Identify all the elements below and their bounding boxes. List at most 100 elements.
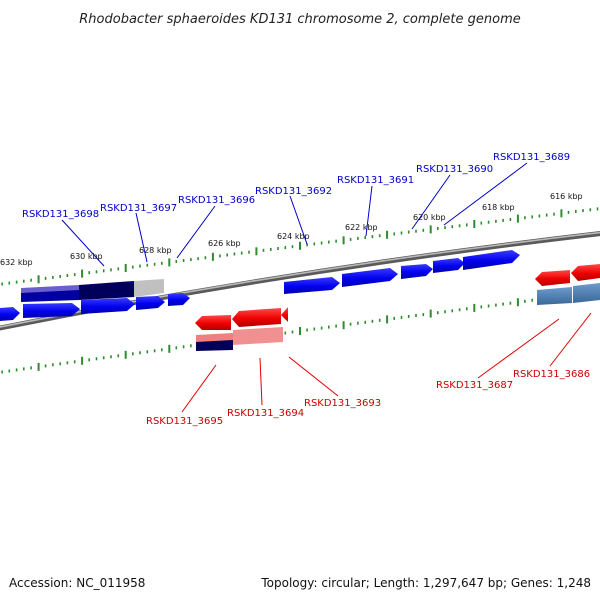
scale-minor-tick bbox=[52, 363, 54, 367]
gene-arrow[interactable] bbox=[401, 264, 433, 279]
scale-major-tick bbox=[124, 350, 127, 359]
scale-minor-tick bbox=[66, 361, 69, 365]
scale-minor-tick bbox=[538, 214, 541, 218]
gene-label[interactable]: RSKD131_3691 bbox=[337, 175, 414, 186]
gene-label[interactable]: RSKD131_3693 bbox=[304, 398, 381, 409]
scale-minor-tick bbox=[161, 261, 163, 265]
scale-minor-tick bbox=[335, 239, 337, 243]
gene-arrow[interactable] bbox=[463, 250, 520, 270]
map-title: Rhodobacter sphaeroides KD131 chromosome… bbox=[79, 12, 520, 27]
scale-minor-tick bbox=[582, 209, 584, 213]
gene-label[interactable]: RSKD131_3692 bbox=[255, 186, 332, 197]
scale-minor-tick bbox=[407, 315, 410, 318]
leader-line bbox=[549, 312, 592, 367]
scale-minor-tick bbox=[466, 223, 468, 227]
scale-minor-tick bbox=[400, 231, 403, 235]
gene-arrow[interactable] bbox=[232, 308, 281, 327]
scale-minor-tick bbox=[270, 247, 272, 251]
scale-minor-tick bbox=[153, 262, 156, 266]
homology-block bbox=[21, 290, 79, 302]
scale-major-tick bbox=[81, 269, 84, 278]
scale-minor-tick bbox=[371, 319, 374, 323]
scale-minor-tick bbox=[219, 254, 221, 258]
scale-label: 630 kbp bbox=[70, 252, 103, 261]
scale-minor-tick bbox=[95, 270, 98, 274]
scale-minor-tick bbox=[495, 303, 497, 307]
scale-minor-tick bbox=[102, 269, 105, 273]
scale-major-tick bbox=[37, 362, 40, 371]
leader-line bbox=[443, 162, 528, 226]
scale-minor-tick bbox=[393, 232, 395, 236]
gene-arrow[interactable] bbox=[535, 270, 570, 286]
gene-arrow[interactable] bbox=[195, 315, 231, 330]
gene-arrow[interactable] bbox=[281, 307, 288, 322]
scale-minor-tick bbox=[30, 278, 32, 282]
gene-arrow[interactable] bbox=[81, 298, 135, 314]
scale-minor-tick bbox=[313, 327, 316, 331]
gene-arrow[interactable] bbox=[342, 268, 398, 287]
gene-label[interactable]: RSKD131_3690 bbox=[416, 164, 493, 175]
gene-arrow[interactable] bbox=[571, 264, 600, 281]
scale-major-tick bbox=[342, 236, 345, 245]
upper-scale-track bbox=[1, 207, 599, 286]
scale-major-tick bbox=[429, 309, 432, 318]
scale-minor-tick bbox=[190, 258, 192, 262]
gene-label[interactable]: RSKD131_3698 bbox=[22, 209, 99, 220]
scale-minor-tick bbox=[422, 313, 425, 317]
leader-line bbox=[176, 205, 216, 259]
gene-label[interactable]: RSKD131_3696 bbox=[178, 195, 255, 206]
scale-major-tick bbox=[560, 209, 563, 218]
scale-label: 626 kbp bbox=[208, 239, 241, 248]
gene-label[interactable]: RSKD131_3689 bbox=[493, 152, 570, 163]
gene-label[interactable]: RSKD131_3697 bbox=[100, 203, 177, 214]
gene-label[interactable]: RSKD131_3687 bbox=[436, 380, 513, 391]
gene-arrow[interactable] bbox=[0, 307, 20, 321]
scale-minor-tick bbox=[364, 320, 366, 324]
leader-line bbox=[477, 318, 560, 379]
scale-minor-tick bbox=[182, 259, 185, 262]
scale-minor-tick bbox=[117, 354, 120, 358]
gene-arrow[interactable] bbox=[284, 277, 340, 294]
scale-minor-tick bbox=[589, 208, 592, 212]
minus-strand-track bbox=[195, 264, 600, 330]
scale-minor-tick bbox=[596, 207, 599, 211]
scale-minor-tick bbox=[545, 213, 548, 217]
scale-minor-tick bbox=[422, 228, 425, 232]
leader-line bbox=[259, 357, 263, 406]
scale-minor-tick bbox=[153, 349, 156, 353]
scale-minor-tick bbox=[306, 328, 308, 332]
gene-arrow[interactable] bbox=[136, 296, 165, 310]
gene-arrow[interactable] bbox=[433, 258, 465, 273]
gene-arrow[interactable] bbox=[168, 293, 190, 306]
scale-minor-tick bbox=[1, 370, 3, 374]
scale-minor-tick bbox=[495, 219, 497, 223]
scale-major-tick bbox=[386, 315, 389, 324]
scale-major-tick bbox=[516, 298, 519, 307]
scale-minor-tick bbox=[378, 234, 381, 238]
scale-minor-tick bbox=[378, 318, 381, 322]
scale-minor-tick bbox=[437, 311, 439, 315]
scale-major-tick bbox=[168, 344, 171, 353]
homology-block bbox=[134, 279, 164, 297]
scale-minor-tick bbox=[73, 273, 76, 277]
scale-minor-tick bbox=[466, 307, 468, 311]
gene-label[interactable]: RSKD131_3686 bbox=[513, 369, 590, 380]
genome-backbone bbox=[0, 231, 600, 331]
gene-label[interactable]: RSKD131_3694 bbox=[227, 408, 304, 419]
scale-minor-tick bbox=[139, 351, 141, 355]
gene-label[interactable]: RSKD131_3695 bbox=[146, 416, 223, 427]
scale-minor-tick bbox=[102, 356, 105, 360]
gene-arrow[interactable] bbox=[23, 303, 80, 318]
scale-minor-tick bbox=[531, 298, 533, 302]
homology-block bbox=[537, 287, 572, 305]
scale-minor-tick bbox=[277, 247, 279, 250]
scale-minor-tick bbox=[480, 305, 483, 309]
scale-minor-tick bbox=[509, 218, 512, 221]
scale-label: 616 kbp bbox=[550, 192, 583, 201]
scale-minor-tick bbox=[487, 304, 490, 308]
scale-minor-tick bbox=[204, 256, 207, 260]
scale-minor-tick bbox=[197, 257, 199, 261]
scale-minor-tick bbox=[502, 218, 504, 222]
